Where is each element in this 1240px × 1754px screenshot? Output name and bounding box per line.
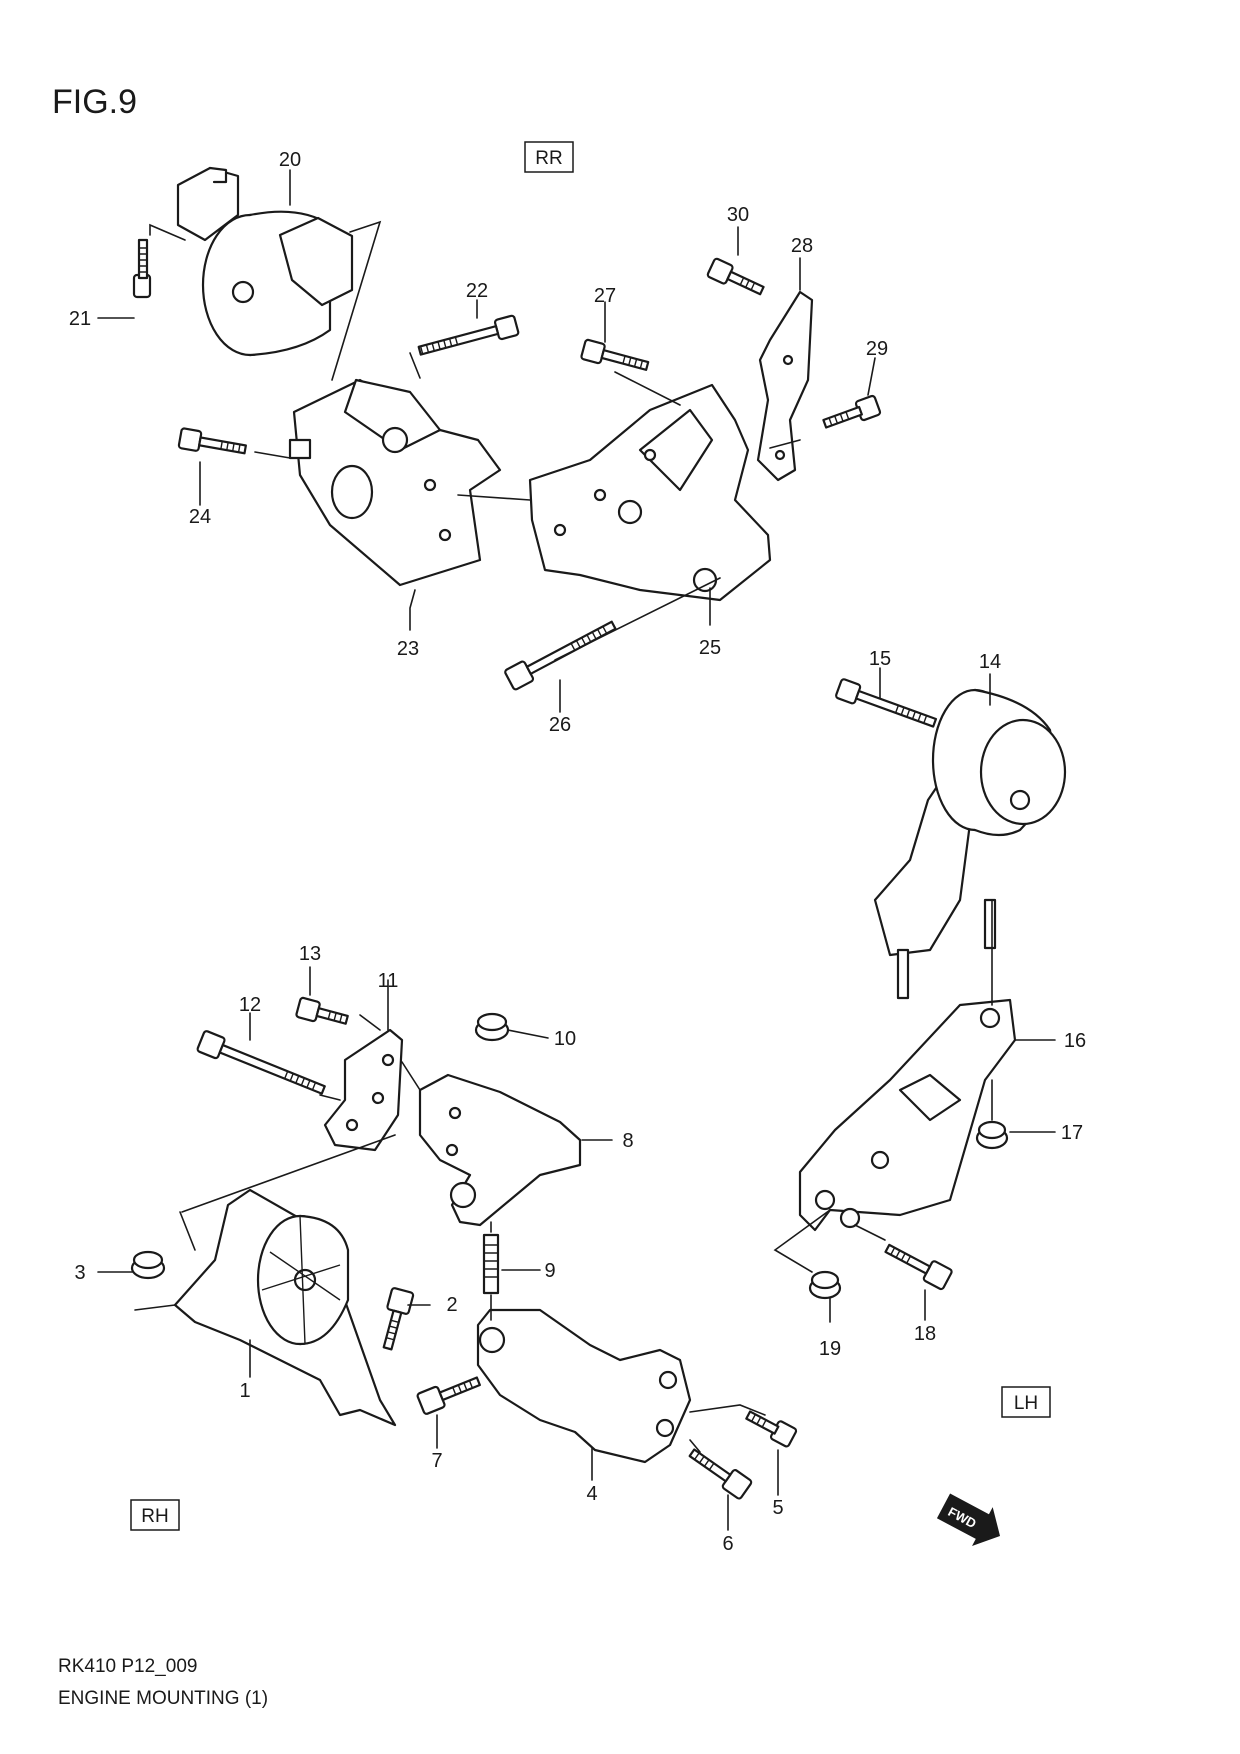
part-8-link-bracket [418,1073,582,1227]
nut-10 [474,1012,510,1042]
callout-27: 27 [594,285,616,307]
tag-lh: LH [1001,1386,1051,1418]
bolt-30 [706,257,765,296]
part-1-right-mount [173,1188,397,1427]
callout-28: 28 [791,235,813,257]
callout-6: 6 [722,1533,733,1555]
callout-22: 22 [466,280,488,302]
figure-name: ENGINE MOUNTING (1) [58,1688,268,1709]
nut-19 [808,1270,842,1300]
callout-25: 25 [699,637,721,659]
nut-3 [130,1250,166,1280]
bolt-27 [580,338,650,371]
bolt-24 [177,427,247,455]
bolt-6 [688,1448,753,1500]
callout-26: 26 [549,714,571,736]
stud-9 [482,1233,500,1295]
callout-16: 16 [1064,1030,1086,1052]
callout-5: 5 [772,1497,783,1519]
callout-14: 14 [979,651,1001,673]
callout-13: 13 [299,943,321,965]
part-23-rear-bracket [288,378,502,587]
nut-17 [975,1120,1009,1150]
callout-4: 4 [586,1483,597,1505]
part-14-left-mount [873,688,1067,1000]
callout-29: 29 [866,338,888,360]
part-4-mount-bracket [476,1308,692,1464]
callout-numbers: 1 2 3 4 5 6 7 8 9 10 11 12 13 14 15 16 1… [69,149,1086,1555]
bolt-12 [196,1030,326,1095]
fwd-arrow-icon: FWD [936,1493,1001,1546]
bolt-7 [416,1376,481,1415]
bolt-5 [745,1410,798,1448]
callout-30: 30 [727,204,749,226]
callout-1: 1 [239,1380,250,1402]
bolt-2 [382,1287,415,1351]
bolt-29 [822,394,882,429]
svg-text:RR: RR [535,148,562,169]
callout-18: 18 [914,1323,936,1345]
callout-19: 19 [819,1338,841,1360]
callout-17: 17 [1061,1122,1083,1144]
bolt-21 [132,238,152,299]
callout-10: 10 [554,1028,576,1050]
part-11-bracket [323,1028,404,1152]
part-16-left-bracket [798,998,1017,1232]
callout-9: 9 [544,1260,555,1282]
bolt-18 [884,1243,953,1291]
bolt-15 [835,678,938,728]
bolt-22 [417,314,520,356]
leader-lines [97,169,1056,1531]
tag-rh: RH [130,1499,180,1531]
tag-rr: RR [524,141,574,173]
bolt-26 [504,620,617,691]
callout-3: 3 [74,1262,85,1284]
callout-8: 8 [622,1130,633,1152]
part-20-rear-mount-bushing [176,166,354,357]
callout-7: 7 [431,1450,442,1472]
figure-title: FIG.9 [52,83,137,121]
part-28-plate [756,290,814,482]
callout-11: 11 [378,970,399,992]
callout-23: 23 [397,638,419,660]
callout-15: 15 [869,648,891,670]
bolt-13 [295,996,349,1025]
svg-text:RH: RH [141,1506,168,1527]
part-25-engine-side-bracket [528,383,772,602]
callout-24: 24 [189,506,211,528]
svg-text:LH: LH [1014,1393,1038,1414]
callout-21: 21 [69,308,91,330]
figure-code: RK410 P12_009 [58,1656,197,1677]
callout-12: 12 [239,994,261,1016]
assembly-guide-lines [134,220,993,1453]
callout-20: 20 [279,149,301,171]
callout-2: 2 [446,1294,457,1316]
